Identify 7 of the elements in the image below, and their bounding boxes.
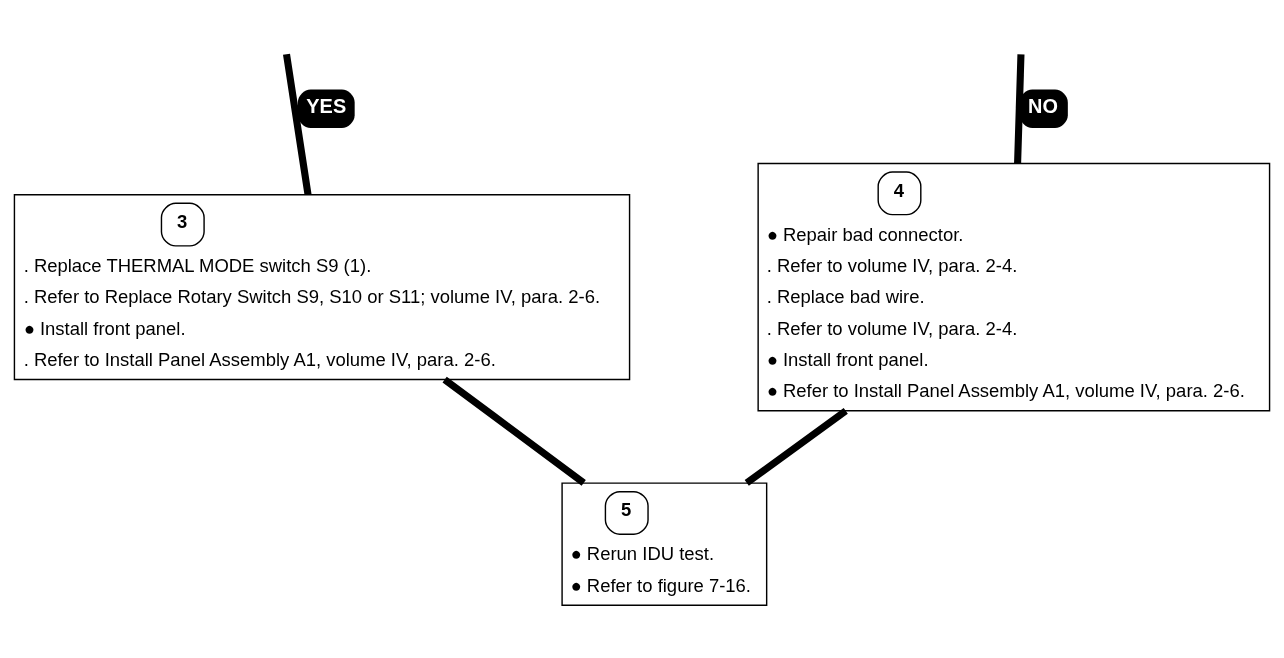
connector xyxy=(744,407,848,486)
connector xyxy=(442,376,586,486)
node-box: 3 . Replace THERMAL MODE switch S9 (1). . Refer to Replace Rotary Switch S9, S10 or S11; volume IV, para. 2-6. ● Install front panel. . Refer to Install Panel Assembly A1, volume IV, para. 2-6. xyxy=(13,194,631,381)
node-box: 5 ● Rerun IDU test. ● Refer to figure 7-16. xyxy=(561,482,768,607)
edge-label: NO xyxy=(1028,95,1058,118)
node-box: 4 ● Repair bad connector. . Refer to volume IV, para. 2-4. . Replace bad wire. . Refer to volume IV, para. 2-4. ● Install front panel. ● Refer to Install Panel Assembly A1, volume IV, para. 2-6. xyxy=(757,162,1271,412)
edge-label: YES xyxy=(306,95,347,118)
